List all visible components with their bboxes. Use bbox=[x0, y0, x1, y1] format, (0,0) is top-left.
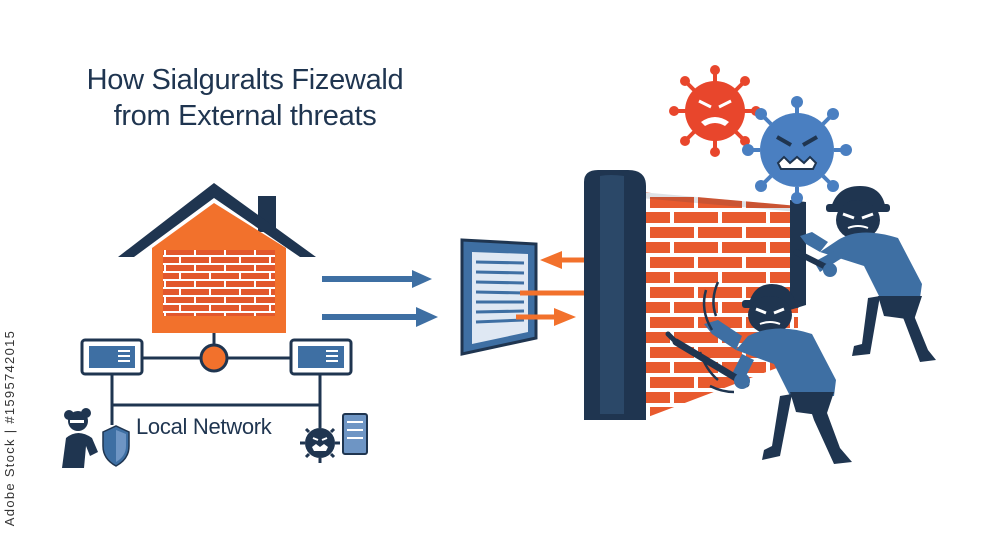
monitor-icon bbox=[80, 338, 144, 376]
virus-icon bbox=[300, 423, 340, 463]
title-line-1: How Sialguralts Fizewald bbox=[86, 64, 404, 96]
side-caption: Adobe Stock | #1595742015 bbox=[2, 329, 17, 527]
local-network-label: Local Network bbox=[136, 414, 272, 439]
server-icon bbox=[342, 413, 368, 455]
shield-icon bbox=[102, 425, 130, 467]
attacker-icon bbox=[800, 186, 936, 362]
diagram-canvas bbox=[62, 65, 936, 468]
hacker-icon bbox=[62, 408, 98, 468]
firewall-diagram: How Sialguralts Fizewald from External t… bbox=[2, 62, 936, 526]
crowbar-icon bbox=[793, 249, 837, 277]
packet-filter-icon bbox=[460, 238, 538, 356]
network-links bbox=[110, 333, 322, 425]
diagram-title: How Sialguralts Fizewald from External t… bbox=[30, 62, 460, 134]
crowbar-icon-2 bbox=[665, 331, 750, 389]
title-line-2: from External threats bbox=[113, 100, 377, 132]
outbound-arrow-2 bbox=[322, 307, 438, 327]
red-virus-icon bbox=[669, 65, 761, 157]
filtered-arrow bbox=[516, 308, 576, 326]
impact-lines bbox=[698, 281, 735, 394]
house-icon bbox=[118, 183, 316, 333]
network-hub-icon bbox=[199, 343, 229, 373]
outbound-arrow-1 bbox=[322, 270, 432, 288]
laptop-icon bbox=[289, 338, 353, 376]
blue-virus-icon bbox=[742, 96, 852, 204]
attacker-icon-2 bbox=[704, 284, 852, 464]
